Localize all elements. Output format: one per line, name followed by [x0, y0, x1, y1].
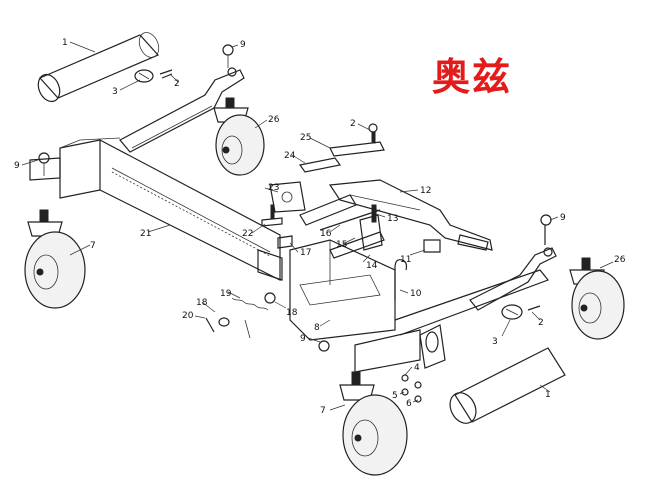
caster-wheel-top — [213, 97, 265, 176]
callout-26-right: 26 — [614, 255, 626, 265]
callout-15: 15 — [336, 240, 347, 250]
callout-16: 16 — [320, 229, 332, 239]
callout-18-right: 18 — [286, 308, 298, 318]
leader-lines — [21, 41, 614, 411]
callout-8: 8 — [314, 323, 320, 333]
main-frame — [29, 137, 557, 373]
arm-top-left — [119, 67, 245, 153]
callout-3-right: 3 — [492, 337, 498, 347]
callout-9-right: 9 — [560, 213, 566, 223]
callout-18-left: 18 — [196, 298, 208, 308]
caster-wheel-bottom — [318, 340, 422, 476]
callout-1-top: 1 — [62, 38, 68, 48]
brand-title: 奥兹 — [432, 55, 513, 99]
callout-7-bottom: 7 — [320, 406, 326, 416]
callout-12: 12 — [420, 186, 431, 196]
callout-10: 10 — [410, 289, 422, 299]
spring-group — [205, 292, 276, 339]
pedal-assembly — [261, 123, 493, 300]
callout-14: 14 — [366, 261, 378, 271]
callout-23: 23 — [268, 183, 279, 193]
callout-5: 5 — [392, 391, 398, 401]
roller-top-left — [37, 32, 160, 103]
callout-labels: 1 1 2 2 2 3 3 4 5 6 7 7 8 9 9 9 9 10 11 … — [14, 38, 626, 416]
callout-9-bottom: 9 — [300, 334, 306, 344]
bolt-9-top — [222, 44, 234, 68]
callout-25: 25 — [300, 133, 311, 143]
caster-wheel-right — [569, 257, 625, 340]
callout-11: 11 — [400, 255, 411, 265]
callout-9-top: 9 — [240, 40, 246, 50]
callout-20: 20 — [182, 311, 194, 321]
caster-wheel-left — [24, 152, 86, 309]
callout-1-bottom: 1 — [545, 390, 551, 400]
callout-19: 19 — [220, 289, 232, 299]
callout-2-pedal: 2 — [350, 119, 356, 129]
roller-bottom-right — [449, 347, 566, 424]
callout-6: 6 — [406, 399, 412, 409]
callout-7-left: 7 — [90, 241, 96, 251]
callout-2-top: 2 — [174, 79, 180, 89]
callout-3-top: 3 — [112, 87, 118, 97]
callout-21: 21 — [140, 229, 151, 239]
callout-2-right: 2 — [538, 318, 544, 328]
callout-17: 17 — [300, 248, 311, 258]
callout-13: 13 — [387, 214, 398, 224]
callout-9-left: 9 — [14, 161, 20, 171]
callout-22: 22 — [242, 229, 253, 239]
callout-24: 24 — [284, 151, 296, 161]
callout-26-top: 26 — [268, 115, 280, 125]
callout-4: 4 — [414, 363, 420, 373]
